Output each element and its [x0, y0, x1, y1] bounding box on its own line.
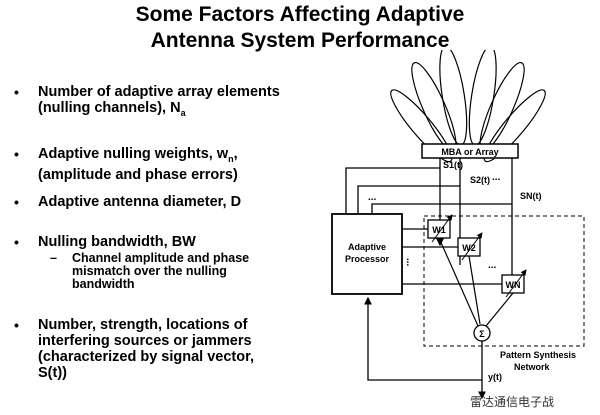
signal-dots-top: ... — [492, 172, 501, 183]
bullet-dot: • — [14, 234, 19, 250]
output-feedback-lines — [364, 296, 486, 400]
mba-label: MBA or Array — [441, 147, 498, 157]
adaptive-antenna-diagram: MBA or Array S1(t) S2(t) SN(t) ... ... A… — [331, 50, 585, 400]
adaptive-processor-label-1: Adaptive — [348, 242, 386, 252]
bullet-line: (nulling channels), Na — [38, 100, 186, 118]
sn-label: SN(t) — [520, 191, 542, 201]
bullet-line: Adaptive nulling weights, wn, — [38, 146, 238, 164]
svg-text:W2: W2 — [462, 243, 476, 253]
watermark-text: 雷达通信电子战 — [470, 395, 555, 409]
bullet-interfering-sources: • Number, strength, locations of interfe… — [14, 317, 254, 381]
sub-bullet-channel-mismatch: – Channel amplitude and phase mismatch o… — [50, 252, 312, 291]
bullet-line: Adaptive antenna diameter, D — [38, 194, 242, 210]
bullet-line: (amplitude and phase errors) — [38, 166, 238, 183]
mba-array-box — [421, 143, 519, 159]
weight-box-w2: W2 — [457, 232, 483, 261]
pattern-synthesis-network-box — [423, 215, 585, 347]
bullet-nulling-weights: • Adaptive nulling weights, wn, (amplitu… — [14, 146, 238, 183]
weight-dots-left: ... — [404, 258, 415, 267]
bullet-dot: • — [14, 146, 19, 162]
bullet-line: interfering sources or jammers — [38, 333, 252, 349]
slide-title: Some Factors Affecting Adaptive Antenna … — [0, 2, 600, 54]
output-label: y(t) — [488, 372, 502, 382]
title-line-1: Some Factors Affecting Adaptive — [135, 3, 465, 26]
adaptive-processor-label-2: Processor — [345, 254, 390, 264]
adaptive-processor-box — [331, 213, 403, 295]
bullet-line: Nulling bandwidth, BW — [38, 234, 196, 250]
signal-dots-left: ... — [368, 192, 377, 203]
pattern-synthesis-label-2: Network — [514, 362, 551, 372]
pattern-synthesis-label-1: Pattern Synthesis — [500, 350, 576, 360]
bullet-dot: • — [14, 317, 19, 333]
sub-bullet-dash: – — [50, 251, 57, 265]
svg-text:W1: W1 — [432, 225, 446, 235]
s1-label: S1(t) — [443, 160, 463, 170]
bullet-array-elements: • Number of adaptive array elements (nul… — [14, 84, 280, 121]
bullet-line: Number of adaptive array elements — [38, 84, 280, 100]
summation-symbol: Σ — [479, 329, 485, 339]
bullet-line: S(t)) — [38, 365, 67, 381]
bullet-line: Number, strength, locations of — [38, 317, 248, 333]
bullet-antenna-diameter: • Adaptive antenna diameter, D — [14, 194, 241, 210]
weight-dots-right: ... — [488, 260, 497, 271]
summation-input-lines — [438, 237, 514, 327]
bullet-nulling-bandwidth: • Nulling bandwidth, BW — [14, 234, 196, 250]
bullet-line: (characterized by signal vector, — [38, 349, 254, 365]
weight-control-lines — [402, 228, 502, 285]
sub-line: mismatch over the nulling — [72, 264, 227, 278]
bullet-dot: • — [14, 194, 19, 210]
signal-lines — [345, 158, 513, 280]
sub-line: Channel amplitude and phase — [72, 251, 250, 265]
svg-text:WN: WN — [506, 280, 521, 290]
weight-box-w1: W1 — [427, 214, 453, 243]
sub-line: bandwidth — [72, 277, 135, 291]
bullet-dot: • — [14, 84, 19, 100]
weight-box-wn: WN — [501, 269, 527, 298]
title-line-2: Antenna System Performance — [150, 29, 450, 52]
s2-label: S2(t) — [470, 175, 490, 185]
